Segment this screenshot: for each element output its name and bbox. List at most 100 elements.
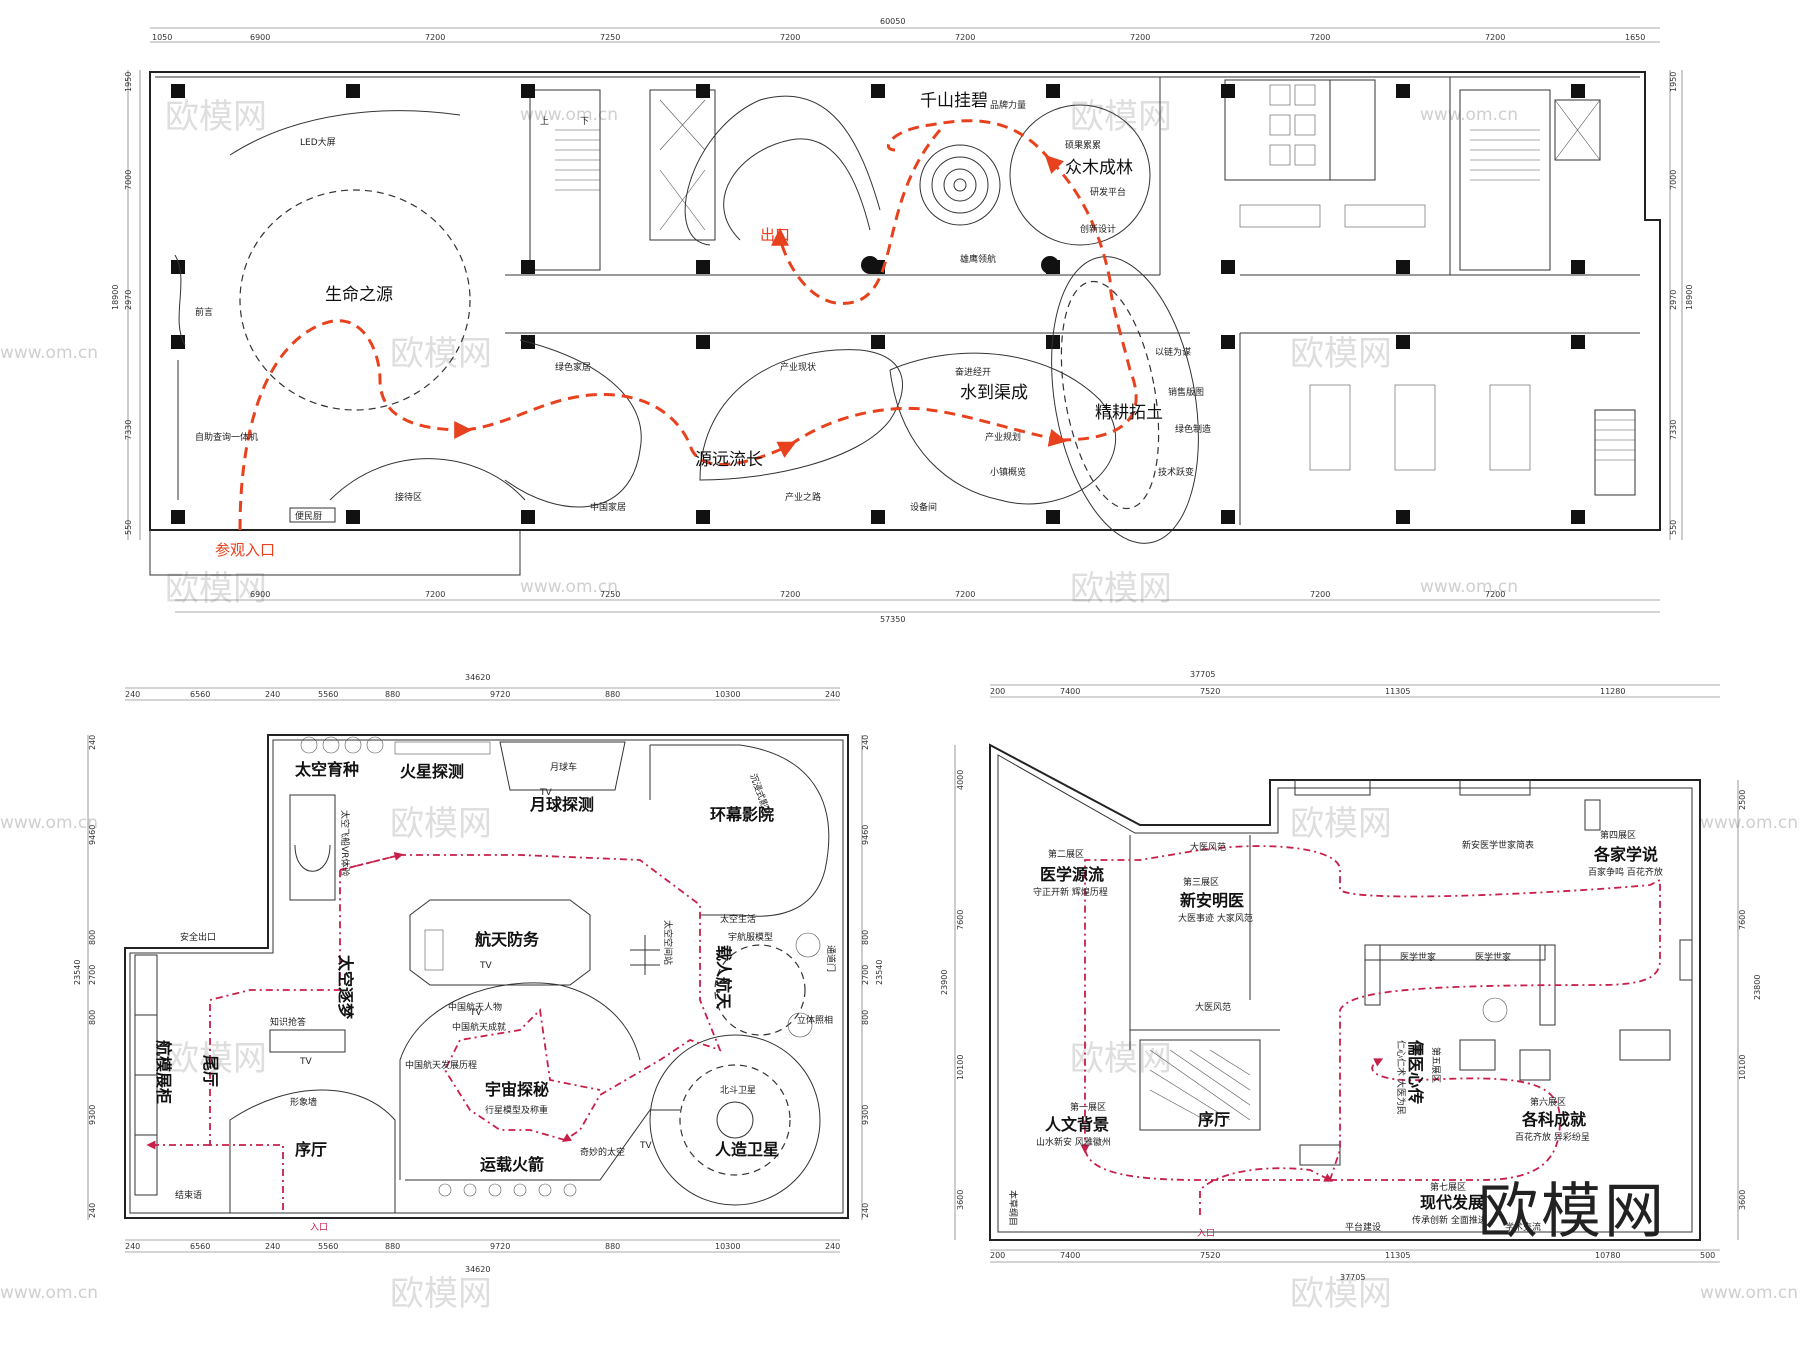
label: LED大屏	[300, 136, 336, 148]
zone-label: 源远流长	[695, 450, 763, 470]
watermark-url: www.om.cn	[0, 1283, 98, 1303]
label: 奇妙的太空	[580, 1146, 625, 1158]
zone-label: 航模展柜	[154, 1040, 173, 1104]
dim-left: 7330	[124, 420, 133, 440]
label: 平台建设	[1345, 1221, 1381, 1233]
watermark-text: 欧模网	[390, 804, 492, 844]
mars-fixtures	[300, 736, 491, 755]
dim-seg: 7520	[1200, 1251, 1220, 1260]
dim-left: 9460	[88, 825, 97, 845]
dim-seg: 7200	[425, 590, 445, 599]
zone-label: 各家学说	[1593, 845, 1658, 864]
dim-total-top: 34620	[465, 673, 490, 682]
label: 产业规划	[985, 431, 1021, 443]
label: 知识抢答	[270, 1016, 306, 1028]
dim-seg: 1650	[1625, 33, 1645, 42]
zone-label: 儒医心传	[1406, 1040, 1425, 1104]
stair-label: 下	[580, 117, 589, 127]
dim-seg: 240	[125, 1242, 140, 1251]
zone-label: 各科成就	[1521, 1110, 1586, 1129]
label: 守正开新 辉煌历程	[1033, 886, 1108, 898]
dim-right: 800	[861, 930, 870, 945]
label: 仁心仁术 大医为民	[1395, 1040, 1407, 1115]
label: 大医事迹 大家风范	[1178, 912, 1253, 924]
entrance-label: 入口	[310, 1222, 328, 1233]
label: 大医风范	[1190, 841, 1226, 853]
dim-left: 7600	[956, 910, 965, 930]
dim-seg: 7200	[1485, 590, 1505, 599]
dim-seg: 200	[990, 687, 1005, 696]
watermark-url: www.om.cn	[1700, 1283, 1798, 1303]
dim-seg: 240	[125, 690, 140, 699]
label: 绿色制造	[1175, 423, 1211, 435]
label: 销售版图	[1168, 386, 1204, 398]
dim-seg: 880	[605, 1242, 620, 1251]
dim-right-total: 18900	[1685, 285, 1694, 310]
label: 行星模型及称重	[485, 1104, 548, 1116]
dim-seg: 880	[385, 690, 400, 699]
zone-label: 月球探测	[529, 795, 594, 814]
dim-left-total: 23900	[940, 970, 949, 995]
label: 百花齐放 异彩纷呈	[1515, 1131, 1590, 1143]
dim-right: 240	[861, 1203, 870, 1218]
label: 形象墙	[290, 1096, 317, 1108]
toilet-block	[1224, 79, 1426, 228]
label: 传承创新 全面推进	[1412, 1214, 1487, 1226]
label: 小镇概览	[990, 466, 1026, 478]
label: 第三展区	[1183, 876, 1219, 888]
dim-seg: 5560	[318, 690, 338, 699]
zone-label: 航天防务	[475, 930, 540, 949]
zone-label: 序厅	[295, 1140, 327, 1159]
watermark-text: 欧模网	[390, 334, 492, 374]
dim-left: 2970	[124, 290, 133, 310]
label: 品牌力量	[990, 99, 1026, 111]
dim-total-bottom: 37705	[1340, 1273, 1365, 1282]
dim-seg: 500	[1700, 1251, 1715, 1260]
watermark-text: 欧模网	[1290, 804, 1392, 844]
watermark-url: www.om.cn	[520, 105, 618, 125]
dim-right: 9300	[861, 1105, 870, 1125]
watermark-text: 欧模网	[1290, 1274, 1392, 1314]
zone-label: 精耕拓土	[1095, 403, 1163, 423]
model-cabinets	[134, 954, 158, 1196]
label: 中国航天发展历程	[405, 1059, 477, 1071]
label: 产业之路	[785, 491, 821, 503]
watermark-text: 欧模网	[1070, 569, 1172, 609]
entrance-label: 入口	[1197, 1228, 1215, 1239]
dim-right: 3600	[1738, 1190, 1747, 1210]
zone-label: 人文背景	[1045, 1115, 1109, 1134]
zone-label: 载人航天	[714, 945, 733, 1010]
dim-seg: 7200	[1310, 590, 1330, 599]
label: 前言	[195, 306, 213, 318]
label: 医学世家	[1400, 951, 1436, 963]
label: 中国航天人物	[448, 1001, 502, 1013]
dimensions-space: 34620 240 6560 240 5560 880 9720 880 103…	[73, 673, 884, 1274]
zone-label: 人造卫星	[715, 1140, 779, 1159]
dim-total-bottom: 57350	[880, 615, 905, 624]
dim-total-top: 60050	[880, 17, 905, 26]
zone-label: 火星探测	[400, 762, 464, 781]
label: 山水新安 风雅徽州	[1036, 1136, 1111, 1148]
watermark-url: www.om.cn	[1700, 813, 1798, 833]
label: 通道门	[825, 945, 837, 972]
dim-right: 550	[1669, 520, 1678, 535]
label: 北斗卫星	[720, 1085, 756, 1096]
label: 百家争鸣 百花齐放	[1588, 866, 1663, 878]
plan-medicine: 37705 200 7400 7520 11305 11280 200 7400…	[940, 670, 1762, 1282]
zone-label: 新安明医	[1180, 891, 1244, 910]
dim-seg: 7200	[1485, 33, 1505, 42]
office-desks	[1309, 384, 1531, 471]
dim-seg: 7250	[600, 590, 620, 599]
label: 奋进经开	[955, 366, 991, 378]
dim-left: 4000	[956, 770, 965, 790]
label: 产业现状	[780, 361, 816, 373]
dim-right: 240	[861, 735, 870, 750]
watermark-text: 欧模网	[1070, 1039, 1172, 1079]
watermarks: 欧模网 欧模网 欧模网 欧模网 欧模网 欧模网 欧模网 欧模网 欧模网 欧模网 …	[0, 97, 1798, 1314]
label: 医学世家	[1475, 951, 1511, 963]
dim-seg: 10300	[715, 1242, 740, 1251]
watermark-text: 欧模网	[165, 569, 267, 609]
dim-seg: 6560	[190, 690, 210, 699]
watermark-url: www.om.cn	[0, 343, 98, 363]
label: 技术跃变	[1158, 466, 1194, 478]
